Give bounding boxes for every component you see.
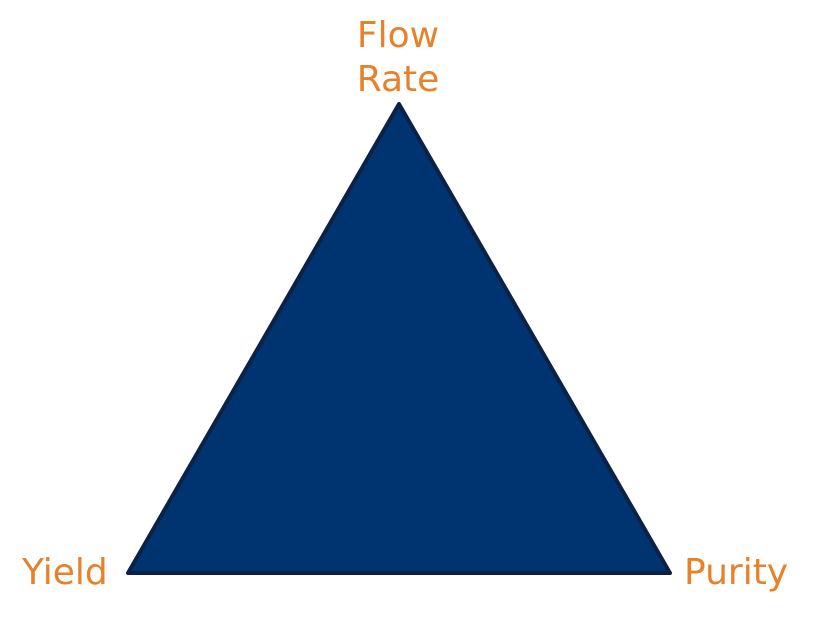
vertex-label-top: Flow Rate xyxy=(298,14,498,102)
vertex-label-right: Purity xyxy=(684,552,789,593)
vertex-label-left: Yield xyxy=(22,552,108,593)
vertex-label-top-line1: Flow xyxy=(356,15,440,56)
vertex-label-top-line2: Rate xyxy=(356,59,440,100)
triangle-shape xyxy=(126,102,672,575)
